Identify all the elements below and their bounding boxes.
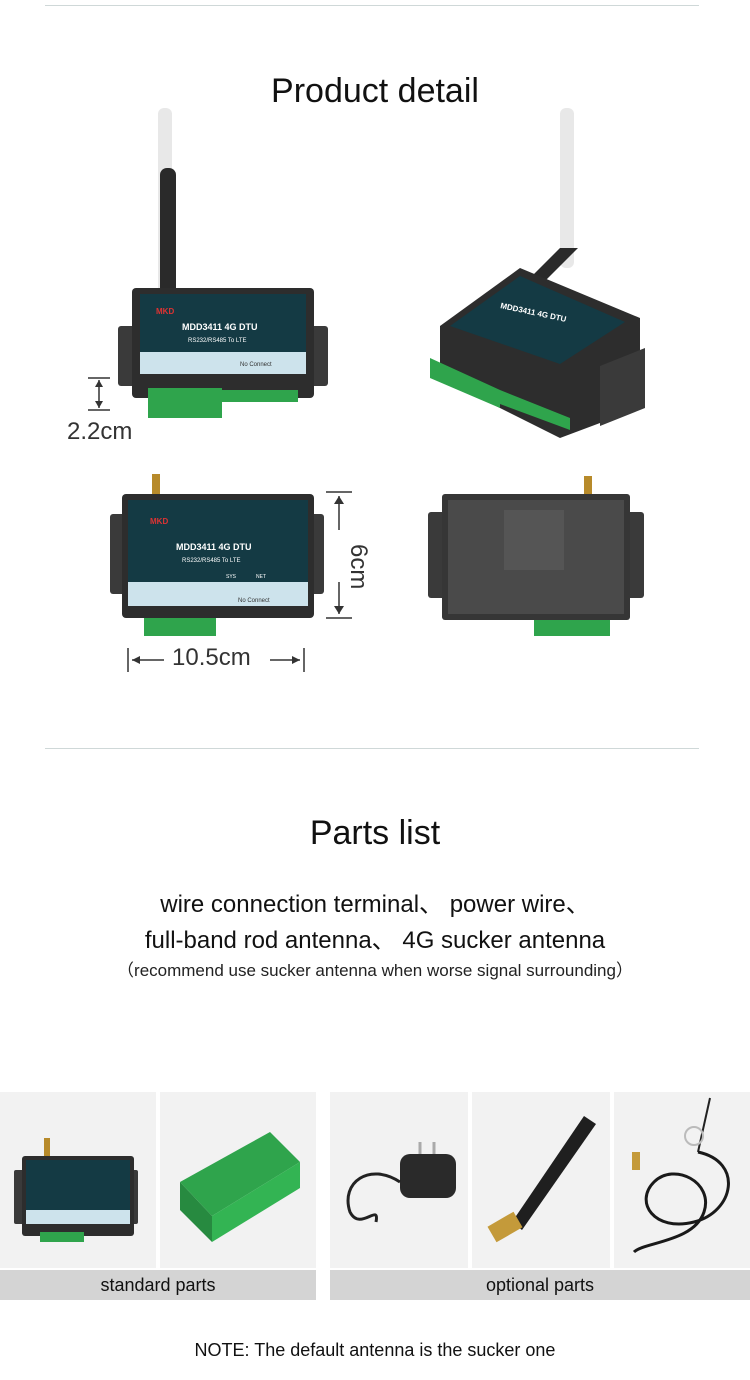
- device-front-with-antenna-image: MKD MDD3411 4G DTU RS232/RS485 To LTE No…: [118, 108, 328, 418]
- parts-list-title: Parts list: [309, 814, 441, 852]
- device-angled-image: MDD3411 4G DTU: [430, 108, 645, 438]
- middle-divider: [45, 748, 699, 749]
- status-label-compact: No Connect: [238, 598, 270, 604]
- led-net-label: NET: [256, 574, 266, 580]
- device-back-image: [428, 476, 644, 636]
- depth-dimension-marker: [326, 491, 352, 619]
- model-label-compact: MDD3411 4G DTU: [176, 542, 252, 552]
- part-dtu-device-photo: [0, 1092, 156, 1268]
- depth-dimension-label: 6cm: [345, 544, 372, 590]
- part-terminal-block-photo: [160, 1092, 316, 1268]
- parts-recommendation-note: （recommend use sucker antenna when worse…: [117, 961, 633, 980]
- product-detail-title: Product detail: [271, 72, 479, 110]
- width-dimension-marker: [127, 648, 305, 672]
- parts-line-1: wire connection terminal、 power wire、: [160, 891, 590, 918]
- default-antenna-note: NOTE: The default antenna is the sucker …: [194, 1340, 556, 1360]
- svg-text:MKD: MKD: [150, 517, 168, 526]
- height-dimension-label: 2.2cm: [67, 418, 133, 445]
- height-dimension-marker: [88, 377, 110, 411]
- subtitle-label: RS232/RS485 To LTE: [188, 338, 246, 344]
- part-sucker-antenna-photo: [614, 1092, 750, 1268]
- standard-parts-caption: standard parts: [0, 1270, 316, 1300]
- subtitle-label-compact: RS232/RS485 To LTE: [182, 558, 240, 564]
- device-front-compact-image: MKD MDD3411 4G DTU RS232/RS485 To LTE SY…: [110, 474, 324, 636]
- top-divider: [45, 5, 699, 6]
- model-label: MDD3411 4G DTU: [182, 322, 258, 332]
- brand-logo: MKD: [156, 307, 174, 316]
- parts-line-2: full-band rod antenna、 4G sucker antenna: [144, 927, 606, 954]
- led-sys-label: SYS: [226, 574, 237, 580]
- part-rod-antenna-photo: [472, 1092, 610, 1268]
- optional-parts-caption: optional parts: [330, 1270, 750, 1300]
- width-dimension-label: 10.5cm: [172, 644, 251, 671]
- part-power-adapter-photo: [330, 1092, 468, 1268]
- status-label: No Connect: [240, 362, 272, 368]
